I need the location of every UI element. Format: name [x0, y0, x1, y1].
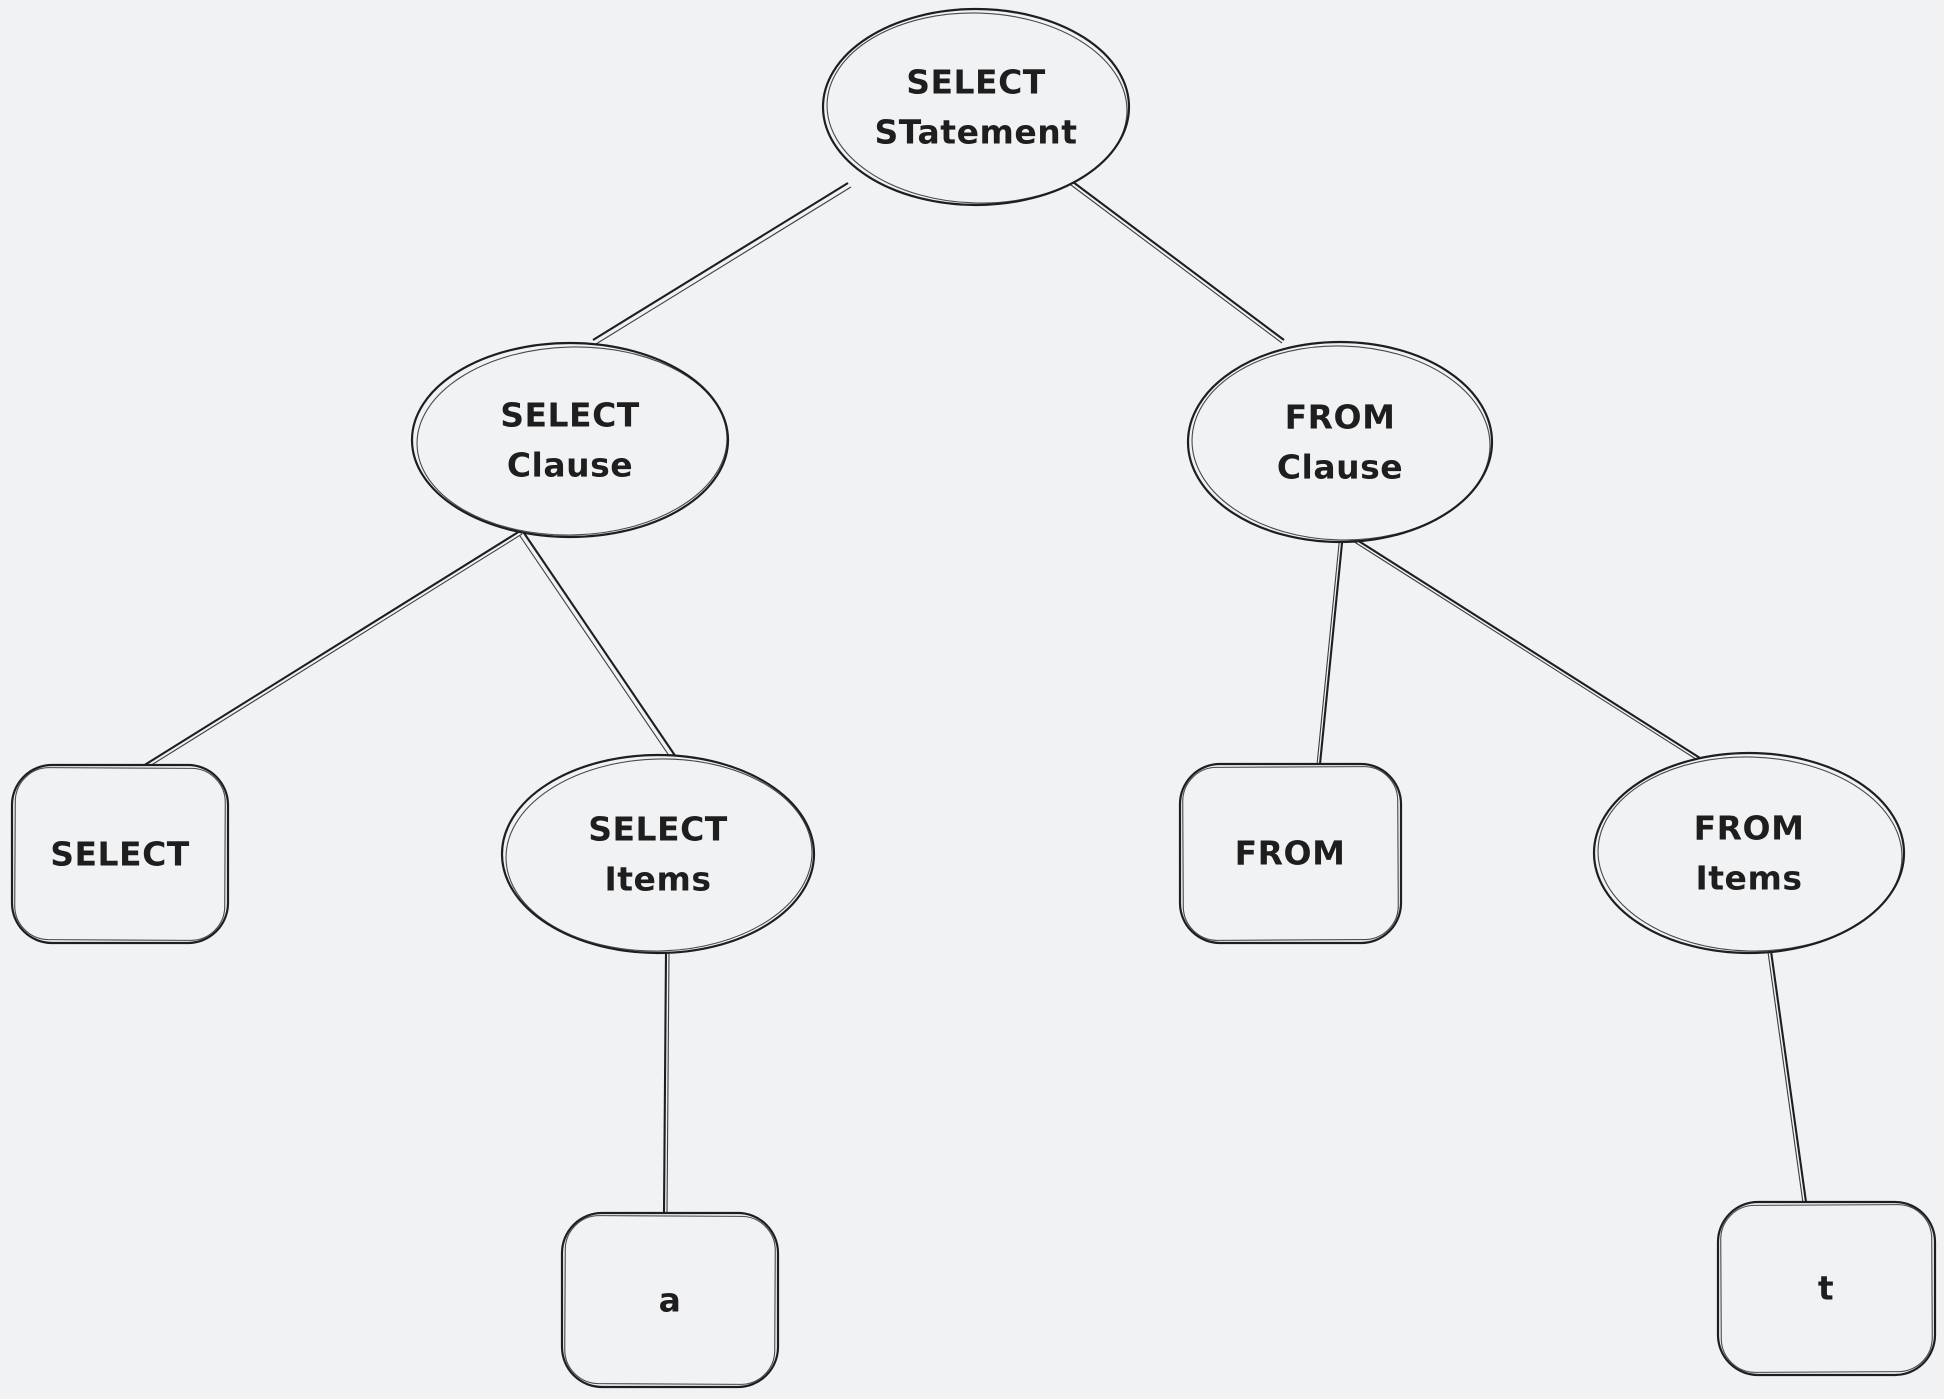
node-select-clause: [410, 341, 730, 539]
label-from-clause: FROM Clause: [1276, 397, 1404, 487]
edge-select-items-to-a: [662, 951, 670, 1215]
label-from-item-t: t: [1817, 1268, 1835, 1308]
label-select-clause: SELECT Clause: [500, 395, 640, 485]
node-from-clause: [1186, 340, 1494, 544]
edge-from-clause-to-from-keyword: [1316, 532, 1345, 766]
node-from-items: [1592, 751, 1906, 955]
edge-select-clause-to-select-keyword: [142, 530, 523, 770]
label-from-items: FROM Items: [1693, 808, 1805, 898]
label-select-keyword: SELECT: [50, 834, 190, 874]
edge-statement-to-from-clause: [1054, 169, 1285, 344]
label-select-item-a: a: [658, 1280, 682, 1320]
node-select-item-a: [560, 1211, 780, 1389]
node-select-items: [500, 753, 816, 955]
node-select-statement: [821, 7, 1131, 207]
edge-statement-to-select-clause: [592, 182, 852, 345]
node-from-keyword: [1178, 762, 1403, 945]
edge-select-clause-to-select-items: [519, 532, 677, 761]
edge-from-items-to-t: [1767, 950, 1808, 1204]
node-from-item-t: [1716, 1200, 1937, 1377]
node-select-keyword: [10, 763, 230, 945]
label-select-statement: SELECT STatement: [874, 62, 1078, 152]
label-select-items: SELECT Items: [588, 809, 728, 899]
edge-from-clause-to-from-items: [1344, 532, 1701, 762]
label-from-keyword: FROM: [1234, 833, 1346, 873]
